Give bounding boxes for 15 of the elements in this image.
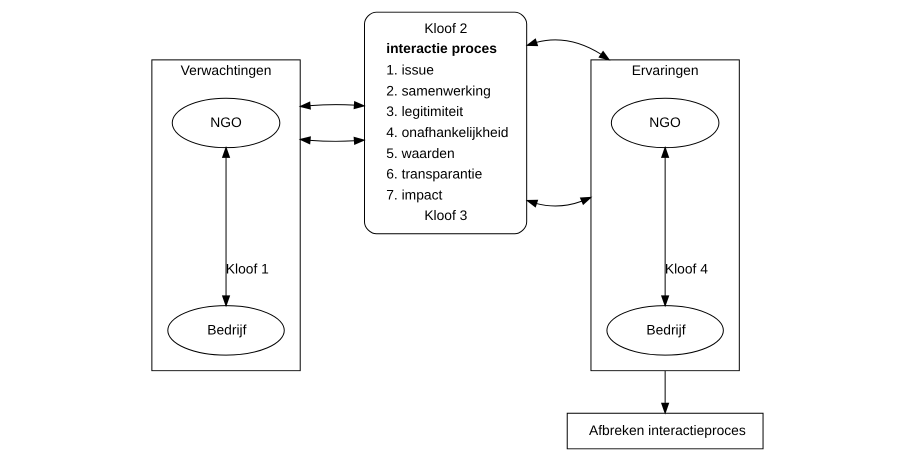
node-box: Afbreken interactieproces — [566, 412, 764, 450]
arrow — [298, 100, 366, 110]
edge-label: Kloof 4 — [664, 260, 708, 276]
arrow — [660, 370, 669, 415]
node-ellipse: NGO — [610, 98, 719, 148]
node-box: Kloof 2 interactie proces 1. issue 2. samenwerking 3. legitimiteit 4. onafhankelijkheid 5. waarden 6. transparantie 7. impact Kloof 3 — [364, 12, 527, 234]
node-ellipse: Bedrijf — [606, 305, 724, 356]
edge-label: Kloof 1 — [225, 260, 268, 276]
arrow — [525, 196, 592, 208]
node-ellipse: NGO — [171, 98, 280, 148]
node-ellipse: Bedrijf — [166, 305, 284, 356]
arrow — [525, 38, 610, 61]
arrow — [221, 146, 230, 308]
arrow — [298, 136, 366, 145]
arrow — [660, 146, 669, 308]
